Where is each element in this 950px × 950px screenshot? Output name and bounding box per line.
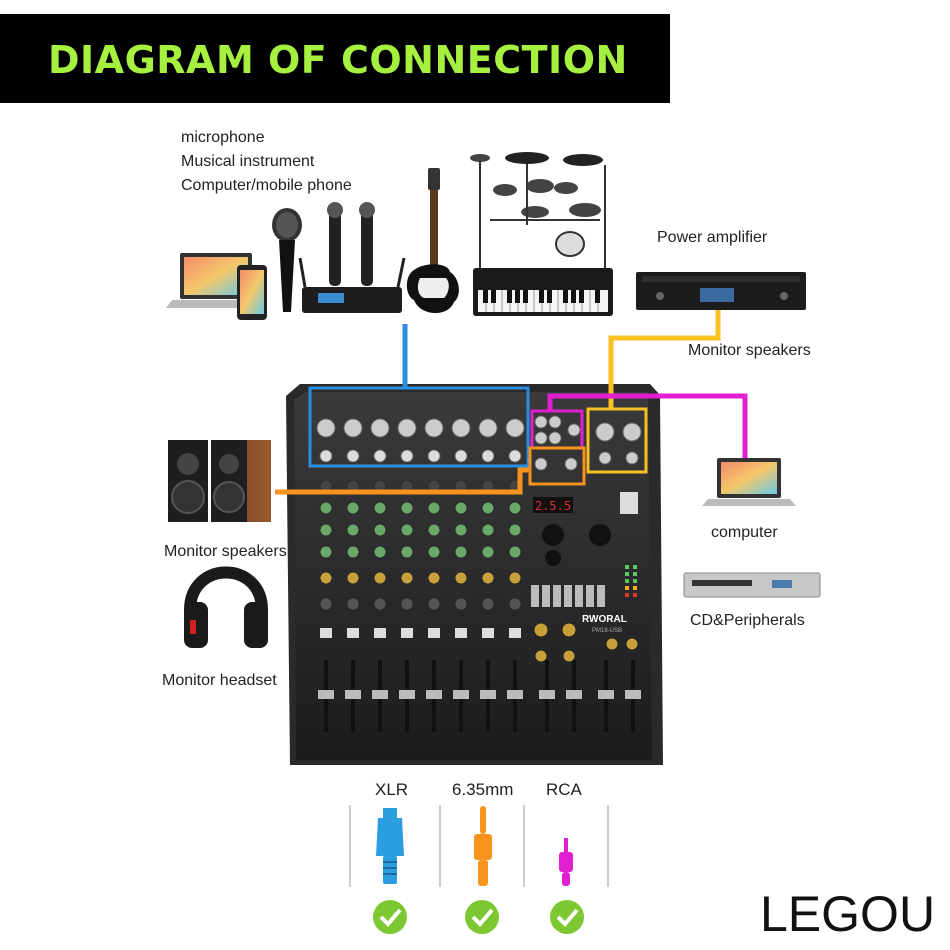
connector-label-rca: RCA — [546, 780, 582, 799]
microphone-icon — [272, 208, 302, 312]
computer-laptop-icon — [702, 458, 796, 506]
connector-label-xlr: XLR — [375, 780, 409, 799]
guitar-icon — [406, 168, 459, 314]
line-computer-to-rca — [547, 393, 748, 458]
highlight-monitor-out — [528, 446, 586, 486]
mixer-master-section: 2.5.5 RWORAL PM18-USB — [531, 415, 642, 663]
title-banner: DIAGRAM OF CONNECTION — [0, 14, 670, 103]
mixer-model: PM18-USB — [592, 628, 622, 634]
keyboard-icon — [473, 268, 613, 316]
label-monitor-headset: Monitor headset — [162, 672, 277, 689]
check-icon-635mm — [465, 900, 499, 934]
label-monitor-speakers-left: Monitor speakers — [164, 543, 287, 560]
phone-icon — [237, 265, 267, 320]
mixer-brand-logo: RWORAL — [582, 614, 627, 625]
wireless-mic-icon — [298, 202, 406, 313]
check-icon-rca — [550, 900, 584, 934]
source-list: microphone Musical instrument Computer/m… — [181, 126, 352, 198]
label-computer: computer — [711, 524, 778, 541]
headset-icon — [184, 566, 268, 648]
xlr-connector-icon — [376, 808, 404, 884]
line-mixer-to-speakers — [275, 467, 530, 495]
source-label-microphone: microphone — [181, 129, 265, 146]
cd-player-icon — [683, 572, 821, 598]
diagram-title: DIAGRAM OF CONNECTION — [48, 38, 628, 82]
label-monitor-speakers-right: Monitor speakers — [688, 342, 811, 359]
line-amp-to-mixer — [608, 310, 721, 409]
label-cd-peripherals: CD&Peripherals — [690, 612, 805, 629]
label-power-amplifier: Power amplifier — [657, 229, 768, 246]
power-amplifier-icon — [636, 272, 806, 310]
source-label-computer-phone: Computer/mobile phone — [181, 177, 352, 194]
speakers-icon — [168, 440, 271, 522]
mixer-display: 2.5.5 — [535, 499, 571, 513]
connector-dividers — [349, 805, 609, 887]
brand-mark: LEGOU — [760, 886, 936, 942]
rca-connector-icon — [559, 838, 573, 886]
connector-label-635mm: 6.35mm — [452, 780, 514, 799]
mixer-channel-strips — [316, 418, 641, 732]
check-icon-xlr — [373, 900, 407, 934]
drum-kit-icon — [470, 152, 606, 270]
source-label-instrument: Musical instrument — [181, 153, 315, 170]
highlight-input-channels — [308, 386, 530, 468]
jack-635mm-connector-icon — [474, 806, 492, 886]
highlight-main-out — [586, 407, 648, 474]
